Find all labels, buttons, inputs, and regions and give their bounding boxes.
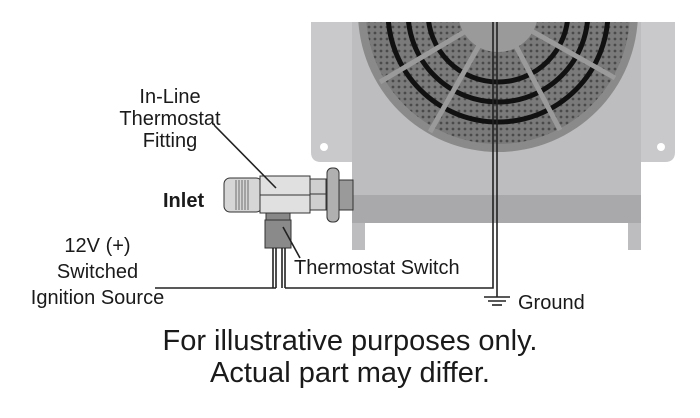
fitting-label-line: Fitting [142,130,198,152]
thermostat-switch [264,212,292,249]
fitting-label: In-Line Thermostat Fitting [115,86,225,152]
fitting-label-line: In-Line [139,86,201,108]
ground-label: Ground [518,292,585,314]
ground-symbol [484,296,510,306]
mount-hole-left [320,143,328,151]
wires [155,22,498,297]
source-label: 12V (+) Switched Ignition Source [10,233,185,311]
source-label-line: 12V (+) [64,235,131,257]
mount-hole-right [657,143,665,151]
source-label-line: Switched [56,261,139,283]
disclaimer-line-2: Actual part may differ. [210,357,490,389]
fan-hub [459,22,537,52]
fan-blades [385,22,611,125]
fitting-label-line: Thermostat [119,108,221,130]
source-label-line: Ignition Source [30,287,165,309]
inlet-label: Inlet [163,190,205,212]
switch-label: Thermostat Switch [294,257,460,279]
disclaimer-line-1: For illustrative purposes only. [162,325,538,357]
thermostat-fitting [223,167,354,223]
leader-lines [213,124,301,259]
